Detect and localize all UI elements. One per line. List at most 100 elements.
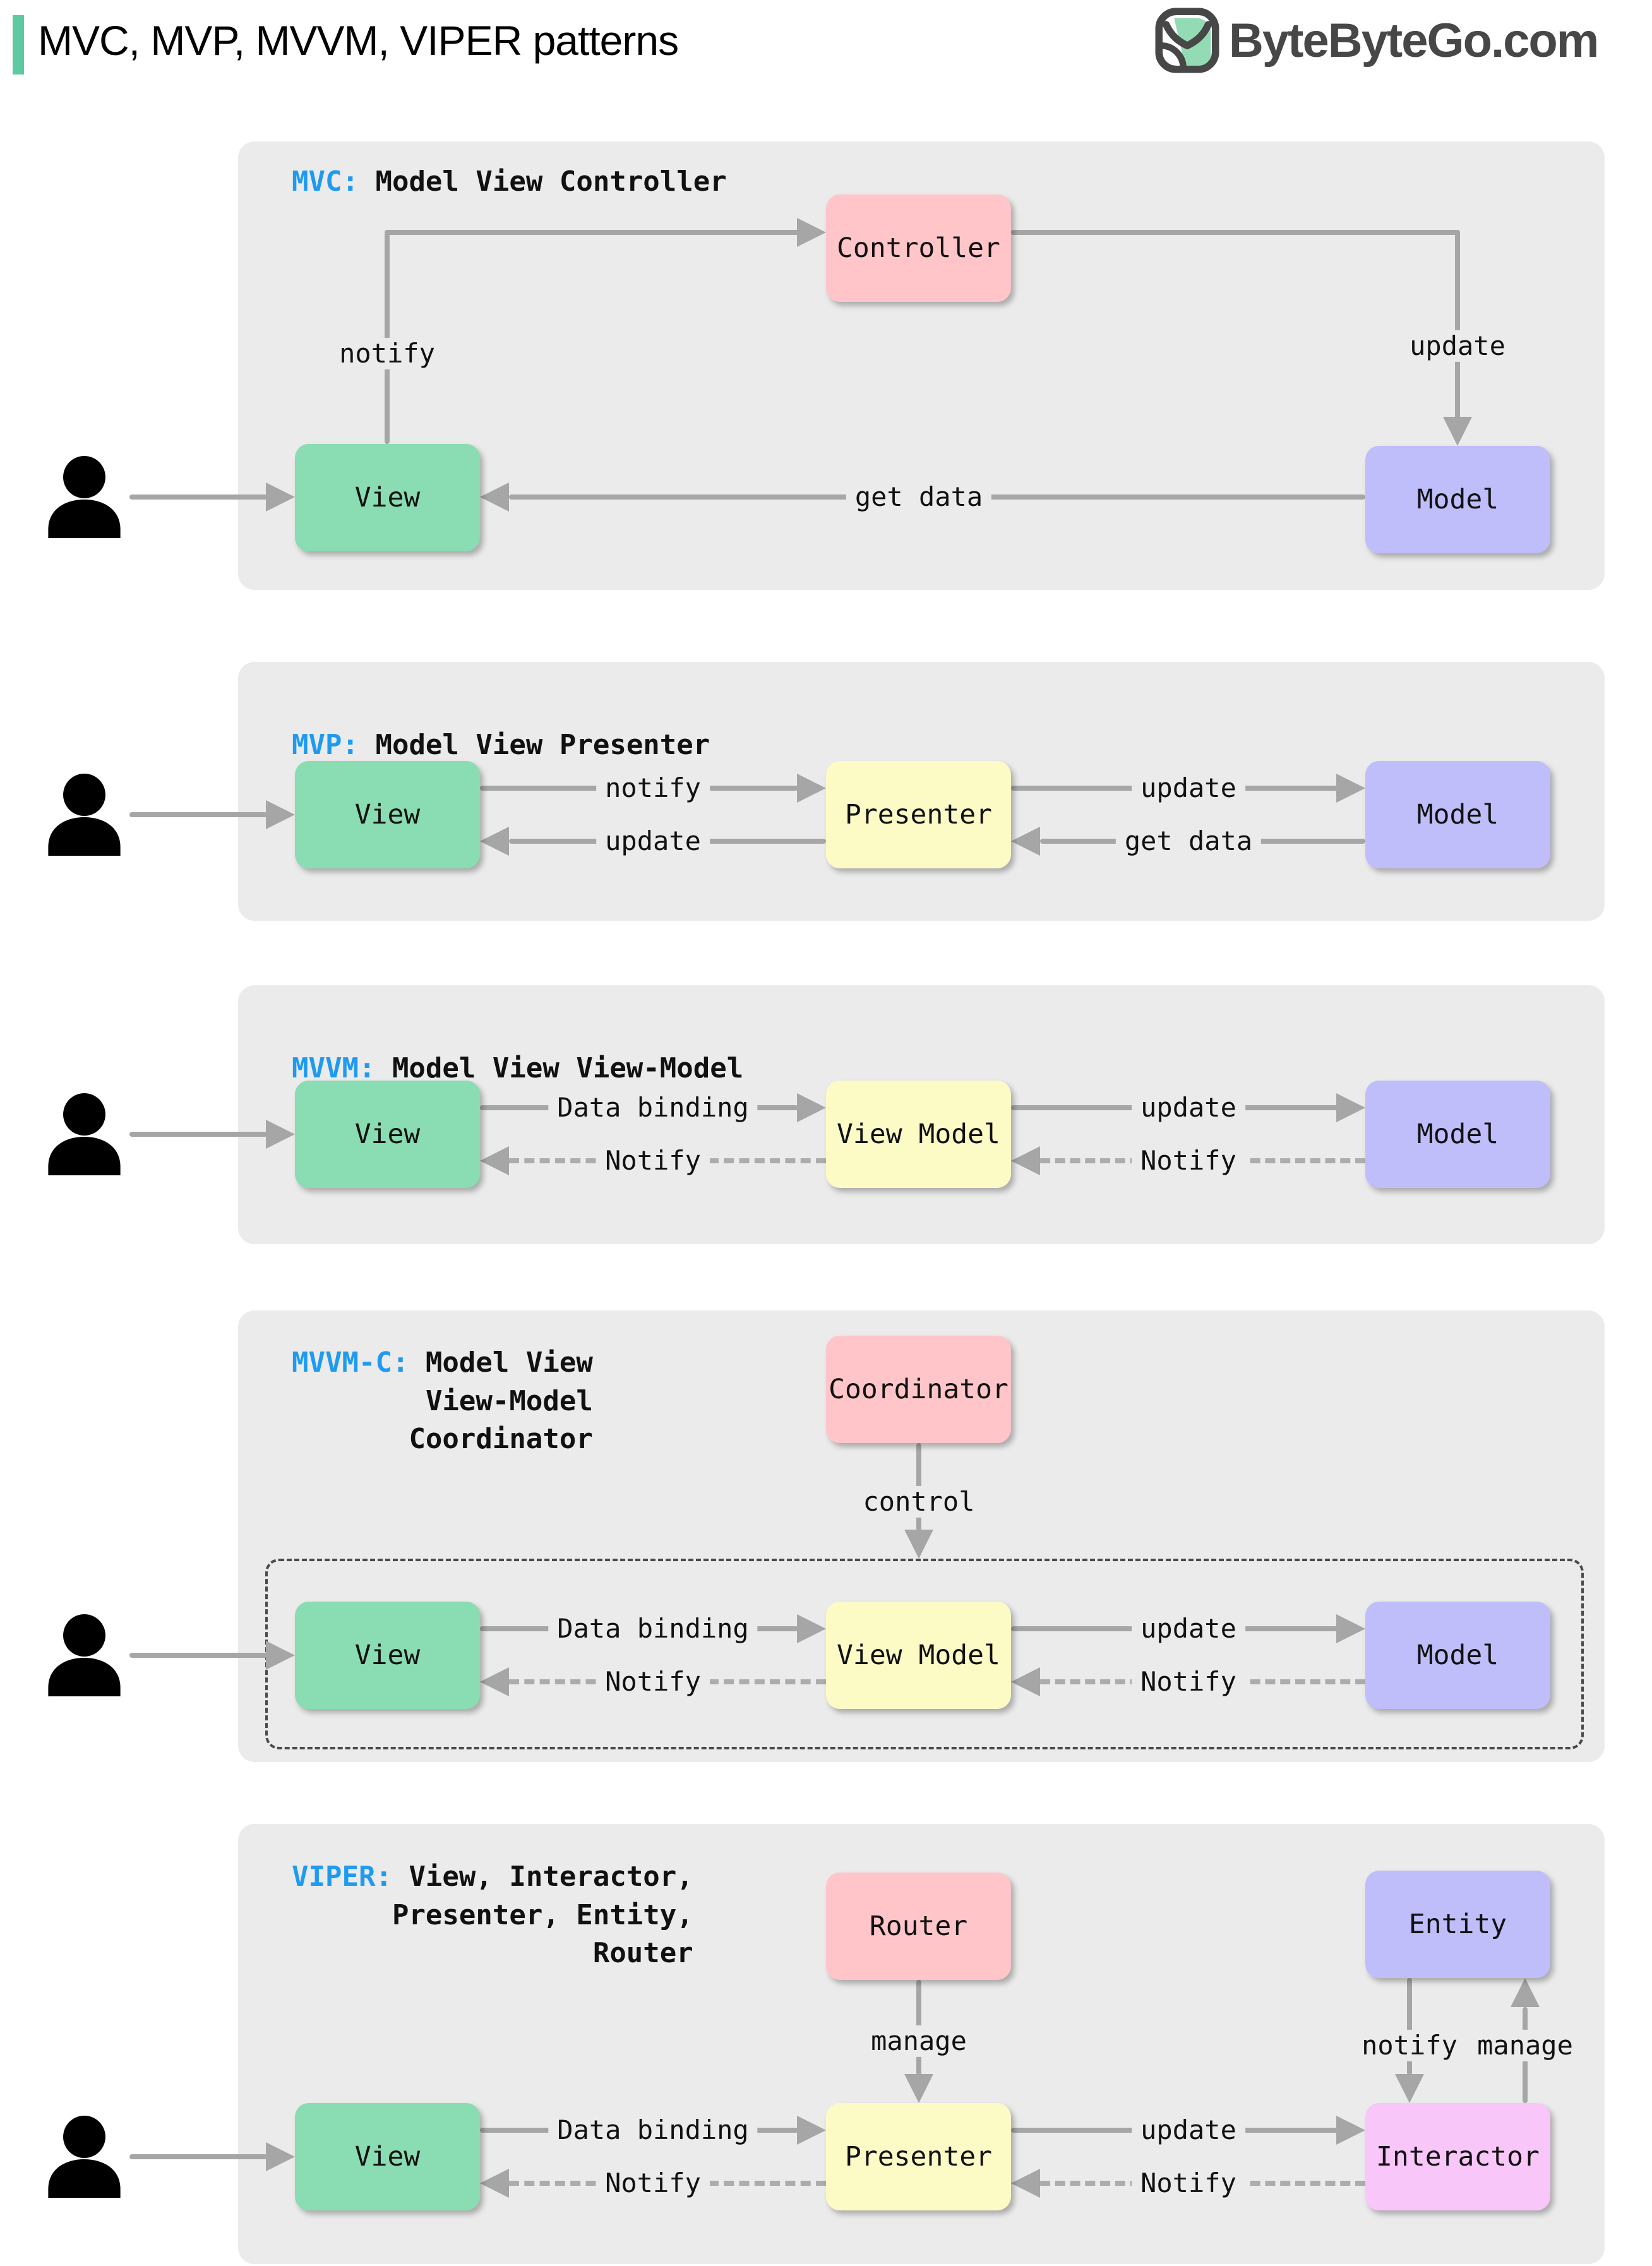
box-interactor: Interactor <box>1365 2103 1550 2210</box>
panel-viper-abbr: VIPER: <box>292 1861 392 1893</box>
box-view-viper: View <box>295 2103 480 2210</box>
arrowhead-manage-entity <box>1511 1978 1540 2007</box>
arrowhead-manage-router <box>904 2074 933 2103</box>
label-manage-router: manage <box>862 2025 976 2058</box>
label-notify-view: Notify <box>596 1144 710 1177</box>
box-entity: Entity <box>1365 1871 1550 1978</box>
arrowhead-to-presenter <box>797 2116 826 2145</box>
arrowhead-to-viewmodel <box>797 1614 826 1643</box>
label-notify: notify <box>330 337 444 370</box>
arrow-user-to-view <box>129 2154 267 2159</box>
label-update: update <box>1132 1091 1245 1124</box>
label-notify-presenter: Notify <box>1132 2167 1245 2200</box>
arrowhead-to-model <box>1443 417 1472 446</box>
box-router: Router <box>826 1873 1011 1980</box>
label-update-to-view: update <box>596 825 710 858</box>
label-update-to-model: update <box>1132 772 1245 805</box>
arrowhead-to-model <box>1336 1093 1365 1122</box>
box-viewmodel-mvvm: View Model <box>826 1081 1011 1188</box>
page-title: MVC, MVP, MVVM, VIPER patterns <box>38 17 679 64</box>
panel-mvvmc-name: Model View View-Model Coordinator <box>409 1346 593 1456</box>
arrow-user-to-view <box>129 1653 267 1658</box>
label-notify-view: Notify <box>596 1665 710 1698</box>
arrowhead-to-viewmodel-back <box>1011 1146 1040 1175</box>
arrow-user-to-view <box>129 812 267 817</box>
arrowhead-to-view <box>480 2169 509 2198</box>
panel-mvvmc-abbr: MVVM-C: <box>292 1346 409 1379</box>
arrowhead-to-presenter-back <box>1011 827 1040 856</box>
panel-mvc-title: MVC: Model View Controller <box>292 163 727 201</box>
panel-viper-title: VIPER: View, Interactor, Presenter, Enti… <box>292 1858 693 1973</box>
label-data-binding: Data binding <box>548 1091 758 1124</box>
arrowhead-control <box>904 1530 933 1559</box>
arrowhead-to-viewmodel <box>797 1093 826 1122</box>
arrow-controller-to-model-horizontal <box>1011 230 1460 235</box>
arrowhead-to-presenter <box>797 774 826 803</box>
label-data-binding: Data binding <box>548 2114 758 2147</box>
user-icon <box>48 1093 121 1175</box>
label-data-binding: Data binding <box>548 1612 758 1645</box>
label-notify-vm: Notify <box>1132 1665 1245 1698</box>
arrowhead-to-viewmodel-back <box>1011 1667 1040 1696</box>
label-notify-view: Notify <box>596 2167 710 2200</box>
user-icon <box>48 2116 121 2198</box>
box-model-mvvmc: Model <box>1365 1602 1550 1709</box>
box-controller: Controller <box>826 195 1011 302</box>
box-model-mvc: Model <box>1365 446 1550 553</box>
arrowhead-to-presenter-back <box>1011 2169 1040 2198</box>
arrowhead-to-model <box>1336 1614 1365 1643</box>
user-icon <box>48 1614 121 1696</box>
arrowhead-user-to-view <box>266 1641 295 1670</box>
label-update: update <box>1401 330 1514 363</box>
arrowhead-to-view <box>480 827 509 856</box>
panel-mvc-name: Model View Controller <box>358 165 727 198</box>
label-get-data: get data <box>1115 825 1262 858</box>
label-update: update <box>1132 1612 1245 1645</box>
panel-mvvm-title: MVVM: Model View View-Model <box>292 1050 743 1088</box>
panel-viper-name: View, Interactor, Presenter, Entity, Rou… <box>392 1861 693 1970</box>
title-accent-bar <box>13 15 24 75</box>
arrowhead-to-view <box>480 1667 509 1696</box>
user-icon <box>48 456 121 538</box>
arrowhead-to-model <box>1336 774 1365 803</box>
arrow-user-to-view <box>129 1132 267 1137</box>
arrow-user-to-view <box>129 495 267 500</box>
box-viewmodel-mvvmc: View Model <box>826 1602 1011 1709</box>
panel-mvp-name: Model View Presenter <box>358 729 710 761</box>
box-view-mvc: View <box>295 444 480 551</box>
panel-mvvm-abbr: MVVM: <box>292 1052 376 1084</box>
arrow-view-to-controller-horizontal <box>385 230 799 235</box>
label-get-data: get data <box>846 481 992 513</box>
label-manage-entity: manage <box>1468 2029 1582 2062</box>
box-model-mvp: Model <box>1365 761 1550 868</box>
panel-mvvm-name: Model View View-Model <box>375 1052 744 1084</box>
label-update: update <box>1132 2114 1245 2147</box>
logo-text: ByteByteGo.com <box>1229 13 1599 68</box>
arrowhead-user-to-view <box>266 2142 295 2171</box>
box-model-mvvm: Model <box>1365 1081 1550 1188</box>
box-presenter-mvp: Presenter <box>826 761 1011 868</box>
panel-mvc-abbr: MVC: <box>292 165 359 198</box>
box-coordinator: Coordinator <box>826 1336 1011 1443</box>
box-view-mvp: View <box>295 761 480 868</box>
label-notify-vm: Notify <box>1132 1144 1245 1177</box>
bytebytego-bird-icon <box>1155 8 1219 73</box>
arrowhead-to-view <box>480 483 509 512</box>
panel-mvp-title: MVP: Model View Presenter <box>292 726 710 765</box>
arrowhead-user-to-view <box>266 800 295 829</box>
label-notify-entity: notify <box>1353 2029 1466 2062</box>
label-control: control <box>854 1485 984 1518</box>
arrowhead-notify-entity <box>1395 2074 1424 2103</box>
box-view-mvvm: View <box>295 1081 480 1188</box>
arrowhead-user-to-view <box>266 483 295 512</box>
panel-mvp-abbr: MVP: <box>292 729 359 761</box>
arrowhead-to-controller <box>797 218 826 247</box>
panel-mvvmc-title: MVVM-C: Model View View-Model Coordinato… <box>292 1344 593 1459</box>
label-notify: notify <box>596 772 710 805</box>
bytebytego-logo: ByteByteGo.com <box>1154 8 1599 73</box>
arrow-controller-to-model-vertical <box>1455 230 1460 419</box>
box-view-mvvmc: View <box>295 1602 480 1709</box>
arrow-entity-to-interactor <box>1407 1978 1412 2075</box>
arrowhead-to-view <box>480 1146 509 1175</box>
